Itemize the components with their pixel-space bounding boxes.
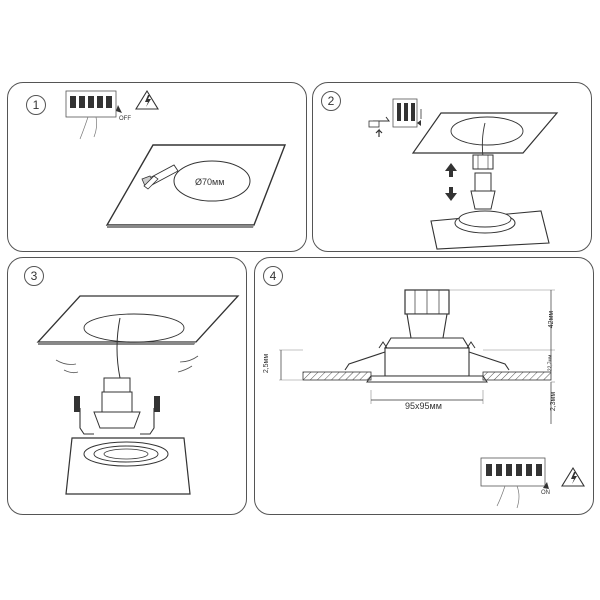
gu10-lamp-icon — [470, 172, 496, 210]
arrow-up-icon — [445, 163, 457, 177]
ceiling-board-left — [302, 371, 372, 381]
height-dimension-label: 42мм — [548, 310, 556, 329]
step-2-number: 2 — [321, 91, 341, 111]
ceiling-board-right — [482, 371, 552, 381]
depth-dimension-label: 22,7мм — [547, 354, 554, 372]
step-1-number: 1 — [26, 95, 46, 115]
bottom-dimension-label: 2,3мм — [550, 391, 558, 412]
switch-lever-icon — [116, 105, 122, 113]
step-3-panel: 3 — [7, 257, 247, 515]
high-voltage-warning-icon — [561, 466, 585, 487]
switch-off-label: OFF — [119, 116, 131, 122]
hole-diameter-label: Ø70мм — [195, 177, 225, 187]
circuit-breaker-icon — [480, 457, 549, 509]
step-4-illustration — [279, 289, 585, 509]
switch-on-label: ON — [541, 490, 550, 496]
step-2-illustration — [368, 98, 559, 250]
circuit-breaker-icon — [65, 90, 117, 140]
step-1-illustration — [65, 89, 287, 228]
fixture-icon — [65, 437, 191, 495]
step-4-panel: 4 — [254, 257, 594, 515]
cut-hole — [450, 116, 524, 146]
frame-thickness-label: 2,5мм — [263, 353, 271, 374]
step-3-illustration — [36, 295, 240, 495]
step-3-number: 3 — [24, 266, 44, 286]
cut-hole — [83, 313, 185, 343]
high-voltage-warning-icon — [135, 89, 159, 110]
hole-saw-icon — [141, 164, 179, 190]
step-4-number: 4 — [263, 266, 283, 286]
fixture-section-view — [344, 289, 510, 383]
terminal-block-icon — [368, 98, 422, 137]
fixture-icon — [430, 210, 550, 250]
arrow-down-icon — [445, 187, 457, 201]
step-2-panel: 2 — [312, 82, 592, 252]
cut-hole — [173, 160, 251, 202]
spring-clip-icon — [74, 396, 160, 435]
cutout-size-label: 95x95мм — [405, 401, 442, 411]
step-1-panel: 1 OFF Ø70мм — [7, 82, 307, 252]
